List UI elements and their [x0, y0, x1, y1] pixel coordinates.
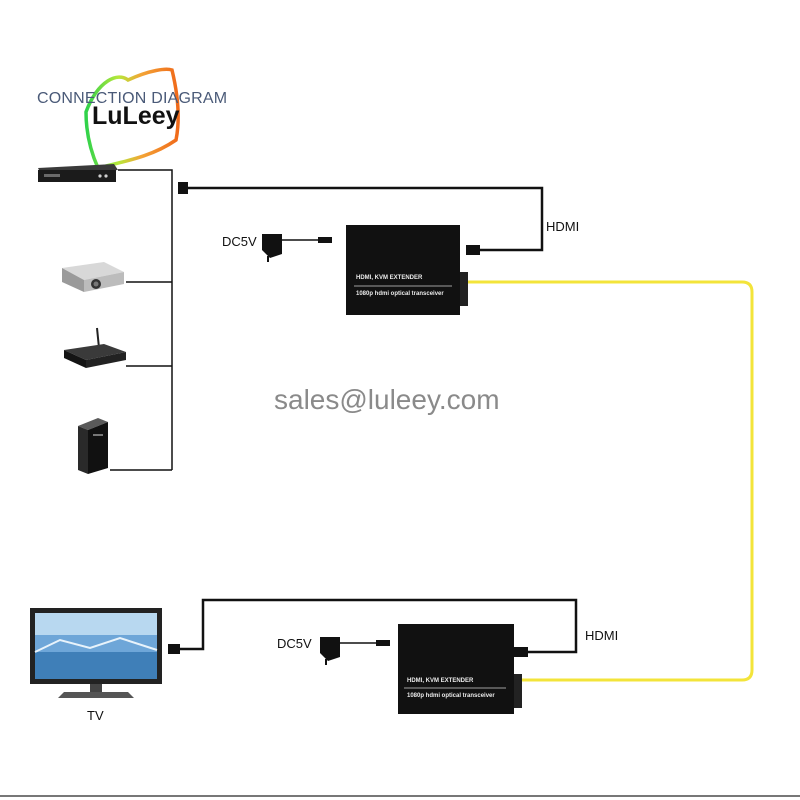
brand-logo-text: LuLeey: [92, 102, 180, 130]
receiver-label-line1: HDMI, KVM EXTENDER: [407, 678, 474, 684]
hdmi-plug-icon: [168, 644, 180, 654]
transmitter-label-line1: HDMI, KVM EXTENDER: [356, 275, 423, 281]
diagram-title: CONNECTION DIAGRAM: [37, 90, 228, 107]
tv-icon: [30, 608, 162, 698]
transmitter-device: [346, 225, 468, 315]
hdmi-plug-icon: [514, 647, 528, 657]
fiber-cable: [468, 280, 754, 682]
power-adapter-icon: [320, 637, 390, 665]
tv-label: TV: [87, 708, 104, 723]
contact-email: sales@luleey.com: [274, 384, 500, 415]
receiver-device: [398, 624, 522, 714]
dvd-player-icon: [38, 164, 118, 182]
source-cables: [110, 169, 173, 471]
dc5v-label-top: DC5V: [222, 234, 257, 249]
hdmi-cable-top: [178, 182, 544, 255]
hdmi-cable-bottom: [168, 598, 578, 657]
hdmi-label-bottom: HDMI: [585, 628, 619, 643]
power-adapter-icon: [262, 234, 332, 262]
hdmi-plug-icon: [466, 245, 480, 255]
projector-icon: [62, 262, 124, 292]
pc-tower-icon: [78, 418, 108, 474]
transmitter-label-line2: 1080p hdmi optical transceiver: [356, 291, 444, 297]
receiver-label-line2: 1080p hdmi optical transceiver: [407, 693, 495, 699]
dc5v-label-bottom: DC5V: [277, 636, 312, 651]
hdmi-label-top: HDMI: [546, 219, 580, 234]
hdmi-plug-icon: [178, 182, 188, 194]
router-icon: [64, 327, 126, 368]
